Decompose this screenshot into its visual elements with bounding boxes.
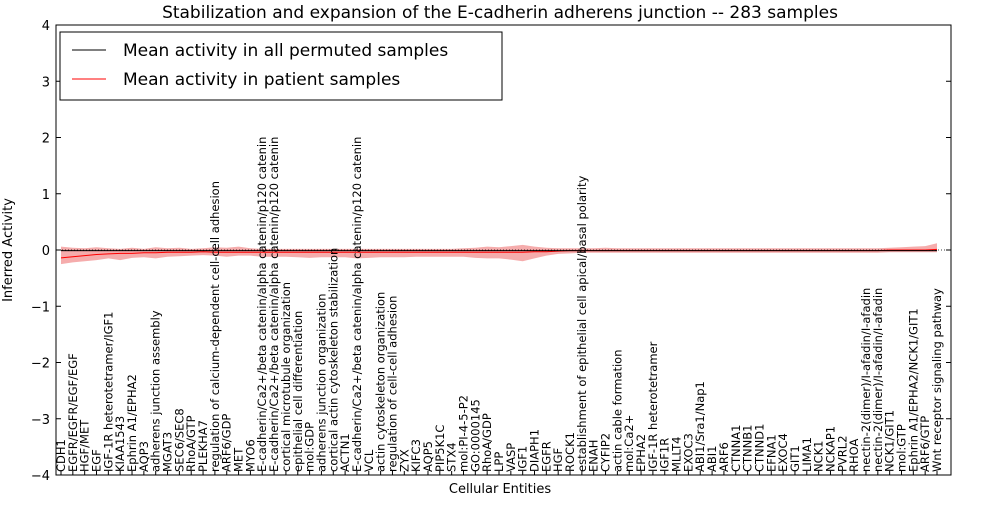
- y-tick-label: −1: [31, 300, 50, 315]
- x-tick-label: CTNND1: [752, 424, 766, 472]
- x-tick-label: EXOC4: [776, 433, 790, 472]
- lines-layer: [56, 248, 951, 259]
- x-tick-label: actin cable formation: [610, 349, 624, 472]
- x-tick-label: PLEKHA7: [196, 420, 210, 472]
- y-tick-label: −3: [31, 413, 50, 428]
- legend-box: [59, 31, 503, 101]
- x-tick-label: MLLT4: [670, 437, 684, 473]
- x-tick-label: regulation of cell-cell adhesion: [386, 296, 400, 472]
- x-tick-label: VCL: [362, 449, 376, 472]
- x-tick-label: cortical microtubule organization: [279, 282, 293, 472]
- x-tick-label: EXOC3: [681, 433, 695, 472]
- x-tick-label: EGFR: [539, 441, 553, 472]
- y-tick-label: −4: [31, 469, 50, 484]
- x-tick-label: PVRL2: [835, 435, 849, 472]
- bands-layer: [61, 243, 937, 265]
- x-tick-label: epithelial cell differentiation: [291, 311, 305, 472]
- x-tick-label: GO:0000145: [468, 399, 482, 472]
- x-tick-label: RHOA: [847, 439, 861, 472]
- y-tick-label: 1: [42, 188, 50, 203]
- x-tick-label: EPHA2: [634, 434, 648, 472]
- x-tick-label: Ephrin A1/EPHA2: [125, 374, 139, 472]
- x-tick-label: HGF/MET: [78, 419, 92, 472]
- x-tick-label: ABI1/Sra1/Nap1: [693, 381, 707, 472]
- legend-label-patient: Mean activity in patient samples: [123, 70, 400, 90]
- x-tick-label: IGF-1R heterotetramer/IGF1: [101, 312, 115, 472]
- x-tick-label: adherens junction assembly: [149, 310, 163, 472]
- y-axis-label: Inferred Activity: [1, 198, 16, 302]
- x-tick-label: HGF: [551, 448, 565, 472]
- x-tick-label: IGF1R: [658, 438, 672, 472]
- y-tick-label: 2: [42, 132, 50, 147]
- x-tick-label: CTNNB1: [741, 425, 755, 472]
- x-tick-label: ACTN1: [338, 433, 352, 472]
- y-tick-label: 0: [42, 244, 50, 259]
- x-tick-label: SEC6/SEC8: [172, 408, 186, 472]
- x-tick-label: IGF-1R heterotetramer: [646, 341, 660, 472]
- x-tick-label: adherens junction organization: [314, 294, 328, 472]
- y-tick-label: 3: [42, 75, 50, 90]
- y-tick-label: 4: [42, 19, 50, 34]
- x-tick-label: mol:Ca2+: [622, 415, 636, 472]
- x-tick-label: E-cadherin/Ca2+/beta catenin/alpha caten…: [267, 137, 281, 472]
- x-tick-label: KIFC3: [409, 439, 423, 472]
- x-tick-label: mol:GTP: [895, 424, 909, 472]
- x-tick-label: STX4: [445, 442, 459, 472]
- x-tick-label: VASP: [504, 443, 518, 472]
- x-tick-label: LIMA1: [800, 437, 814, 472]
- x-tick-label: ZYX: [397, 449, 411, 472]
- x-tick-label: Wnt receptor signaling pathway: [930, 288, 944, 472]
- x-tick-label: AQP5: [421, 441, 435, 472]
- x-tick-label: E-cadherin/Ca2+/beta catenin/alpha caten…: [350, 137, 364, 472]
- x-tick-label: NCK1: [812, 441, 826, 473]
- x-tick-label: LPP: [492, 452, 506, 472]
- x-tick-label: ARF6/GDP: [220, 414, 234, 472]
- series-band-1: [61, 243, 937, 265]
- x-tick-label: ROCK1: [563, 432, 577, 472]
- x-tick-label: E-cadherin/Ca2+/beta catenin/alpha caten…: [255, 137, 269, 472]
- x-tick-label: CTNNA1: [729, 425, 743, 472]
- x-tick-label: NCKAP1: [824, 426, 838, 472]
- x-tick-label: EFNA1: [764, 434, 778, 472]
- x-tick-label: CDH1: [54, 439, 68, 472]
- x-tick-label: nectin-2(dimer)/I-afadin/I-afadin: [859, 288, 873, 472]
- y-ticks: −4 −3 −2 −1 0 1 2 3 4: [31, 19, 951, 484]
- x-tick-label: ARF6: [717, 442, 731, 472]
- chart-title: Stabilization and expansion of the E-cad…: [162, 3, 838, 23]
- x-tick-label: MGAT3: [161, 432, 175, 472]
- x-tick-label: KIAA1543: [113, 416, 127, 472]
- x-tick-label: mol:GDP: [303, 422, 317, 472]
- x-tick-label: EGF: [90, 449, 104, 472]
- x-tick-label: PIP5K1C: [433, 425, 447, 472]
- x-tick-label: nectin-2(dimer)/I-afadin/I-afadin: [871, 288, 885, 472]
- x-tick-label: actin cytoskeleton organization: [374, 292, 388, 472]
- legend: Mean activity in all permuted samples Me…: [59, 31, 503, 101]
- x-tick-label: AQP3: [137, 441, 151, 472]
- legend-label-permuted: Mean activity in all permuted samples: [123, 41, 448, 61]
- x-tick-label: DIAPH1: [528, 429, 542, 472]
- x-tick-label: cortical actin cytoskeleton stabilizatio…: [326, 248, 340, 472]
- x-tick-label: GIT1: [788, 445, 802, 472]
- x-tick-label: Ephrin A1/EPHA2/NCK1/GIT1: [906, 308, 920, 472]
- x-tick-label: CYFIP2: [599, 433, 613, 472]
- x-tick-label: ENAH: [587, 440, 601, 472]
- x-tick-label: establishment of epithelial cell apical/…: [575, 176, 589, 472]
- x-tick-label: mol:PI-4-5-P2: [457, 395, 471, 472]
- x-tick-label: EGFR/EGFR/EGF/EGF: [66, 353, 80, 472]
- y-tick-label: −2: [31, 357, 50, 372]
- x-tick-label: MET: [232, 447, 246, 472]
- x-tick-label: regulation of calcium-dependent cell-cel…: [208, 181, 222, 472]
- x-axis-label: Cellular Entities: [449, 482, 551, 497]
- x-tick-label: NCK1/GIT1: [883, 410, 897, 472]
- x-tick-label: RhoA/GTP: [184, 415, 198, 472]
- x-tick-label: IGF1: [516, 446, 530, 472]
- x-tick-label: ABI1: [705, 446, 719, 472]
- x-tick-label: RhoA/GDP: [480, 413, 494, 472]
- x-tick-label: MYO6: [243, 439, 257, 472]
- x-tick-label: ARF6/GTP: [918, 416, 932, 472]
